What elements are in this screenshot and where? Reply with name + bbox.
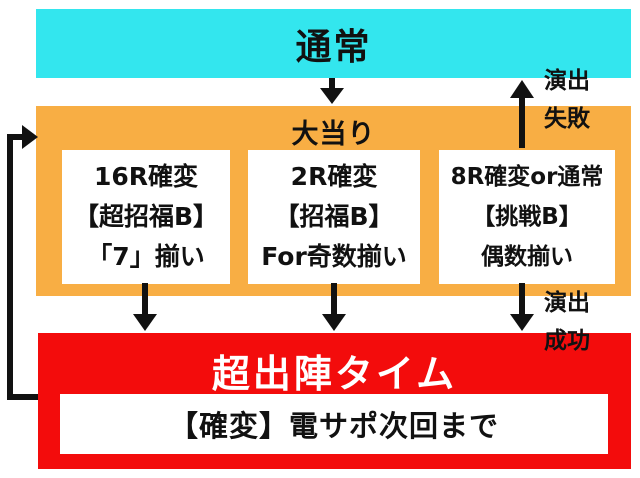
super-time-box: 超出陣タイム 【確変】電サポ次回まで	[38, 333, 631, 469]
arrow-loop-to-jackpot	[7, 125, 38, 400]
jackpot-box: 大当り 16R確変 【超招福B】 「7」揃い 2R確変 【招福B】 For奇数揃…	[36, 106, 631, 296]
arrow-fail-to-normal	[510, 80, 534, 148]
super-time-title: 超出陣タイム	[211, 352, 458, 396]
arrow-2r-to-super-time	[322, 283, 346, 331]
card-line: For奇数揃い	[261, 242, 407, 271]
normal-state-title: 通常	[295, 26, 372, 68]
normal-state-box: 通常	[36, 9, 631, 78]
jackpot-title: 大当り	[291, 119, 376, 150]
arrow-success-to-super-time	[510, 283, 534, 331]
success-label-line: 演出	[544, 290, 590, 316]
card-line: 8R確変or通常	[450, 164, 604, 190]
arrow-16r-to-super-time	[133, 283, 157, 331]
card-line: 16R確変	[93, 162, 199, 191]
jackpot-card-16r: 16R確変 【超招福B】 「7」揃い	[62, 150, 230, 284]
arrow-normal-to-jackpot	[320, 78, 344, 104]
jackpot-card-2r: 2R確変 【招福B】 For奇数揃い	[248, 150, 420, 284]
success-label: 演出 成功	[544, 284, 590, 360]
card-line: 【超招福B】	[73, 202, 219, 231]
super-time-subtitle: 【確変】電サポ次回まで	[168, 409, 499, 443]
card-line: 2R確変	[290, 162, 378, 191]
success-label-line: 成功	[544, 328, 590, 354]
super-time-subtitle-box: 【確変】電サポ次回まで	[60, 394, 608, 454]
card-line: 「7」揃い	[87, 242, 205, 271]
card-line: 【招福B】	[274, 202, 394, 231]
fail-label: 演出 失敗	[544, 62, 590, 138]
fail-label-line: 演出	[544, 68, 590, 94]
fail-label-line: 失敗	[544, 106, 590, 132]
card-line: 偶数揃い	[481, 244, 573, 270]
jackpot-card-8r: 8R確変or通常 【挑戦B】 偶数揃い	[439, 150, 615, 284]
card-line: 【挑戦B】	[472, 204, 582, 230]
